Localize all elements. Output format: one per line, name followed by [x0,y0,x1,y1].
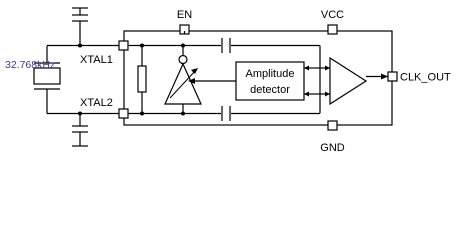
xtal1-junction-dot [78,43,82,48]
amp-output-dot [181,43,185,48]
buffer-icon [329,56,368,106]
amplitude-detector-block [235,61,305,101]
amplitude-detector-label-line2: detector [250,84,290,96]
xtal2-junction-dot [78,111,82,116]
amplitude-detector-label-line1: Amplitude [246,68,295,80]
amp-input-dot [181,111,185,116]
external-load-capacitor-bottom [72,113,88,147]
clk-out-arrow-head [381,73,388,80]
pin-xtal2 [118,108,129,119]
amp-inversion-bubble [178,54,188,65]
pin-gnd-label: GND [320,142,345,154]
bus-dot-left-bottom [140,111,144,116]
pin-gnd [327,120,338,131]
pin-xtal2-label: XTAL2 [80,97,113,109]
bus-dot-left-top [140,43,144,48]
external-load-capacitor-top [72,7,88,46]
oscillator-block-diagram: EN VCC GND XTAL1 XTAL2 CLK_OUT 32.768kHz [5,7,451,154]
capacitor-icon-bottom [221,106,231,121]
pin-clk-out [387,71,398,82]
pin-xtal1 [118,40,129,51]
crystal-icon [33,45,61,114]
detector-arrow-head [188,78,195,84]
pin-en-label: EN [177,9,192,21]
crystal-frequency-label: 32.768kHz [5,59,55,71]
pin-vcc [327,24,338,35]
capacitor-icon [221,38,231,53]
pin-clk-out-label: CLK_OUT [400,72,451,84]
resistor-icon [137,65,147,93]
pin-vcc-label: VCC [321,9,344,21]
amplifier-icon [164,62,202,114]
pin-xtal1-label: XTAL1 [80,54,113,66]
